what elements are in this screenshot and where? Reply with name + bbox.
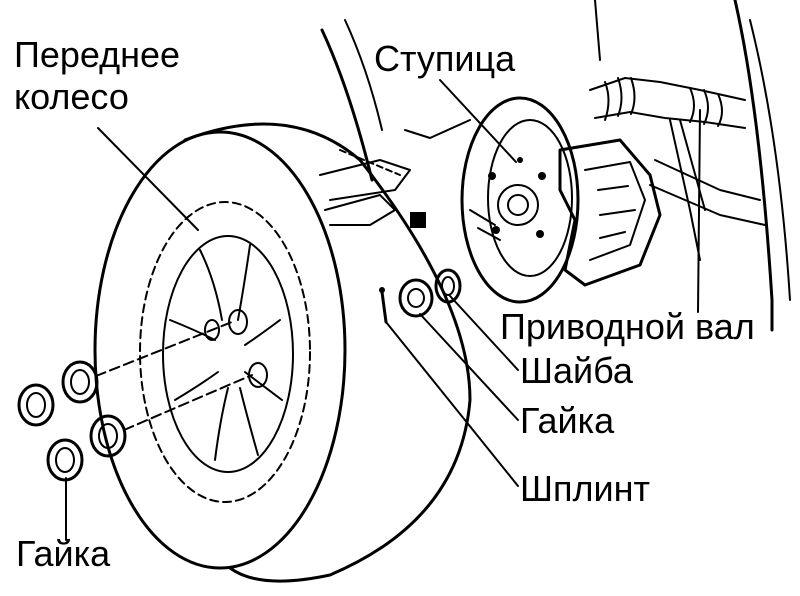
wheel-nuts [17,321,253,482]
wheel-nut-label: Гайка [16,533,111,574]
brake-caliper [558,138,662,287]
hub-assembly [460,96,580,304]
hub-label: Ступица [374,38,516,79]
front-wheel-label-line2: колесо [14,76,129,117]
front-wheel [93,122,472,583]
leader-lines [65,79,701,541]
drive-shaft-label: Приводной вал [500,306,755,347]
cotter-pin-label: Шплинт [520,468,650,509]
car-body-lines [320,0,791,332]
hub-fasteners [379,268,462,324]
washer-label: Шайба [520,350,633,391]
drive-shaft [589,77,766,261]
front-wheel-label-line1: Переднее [14,34,181,75]
hub-nut-label: Гайка [520,400,615,441]
bolt-head [410,212,426,228]
suspension-linkage [319,119,471,228]
